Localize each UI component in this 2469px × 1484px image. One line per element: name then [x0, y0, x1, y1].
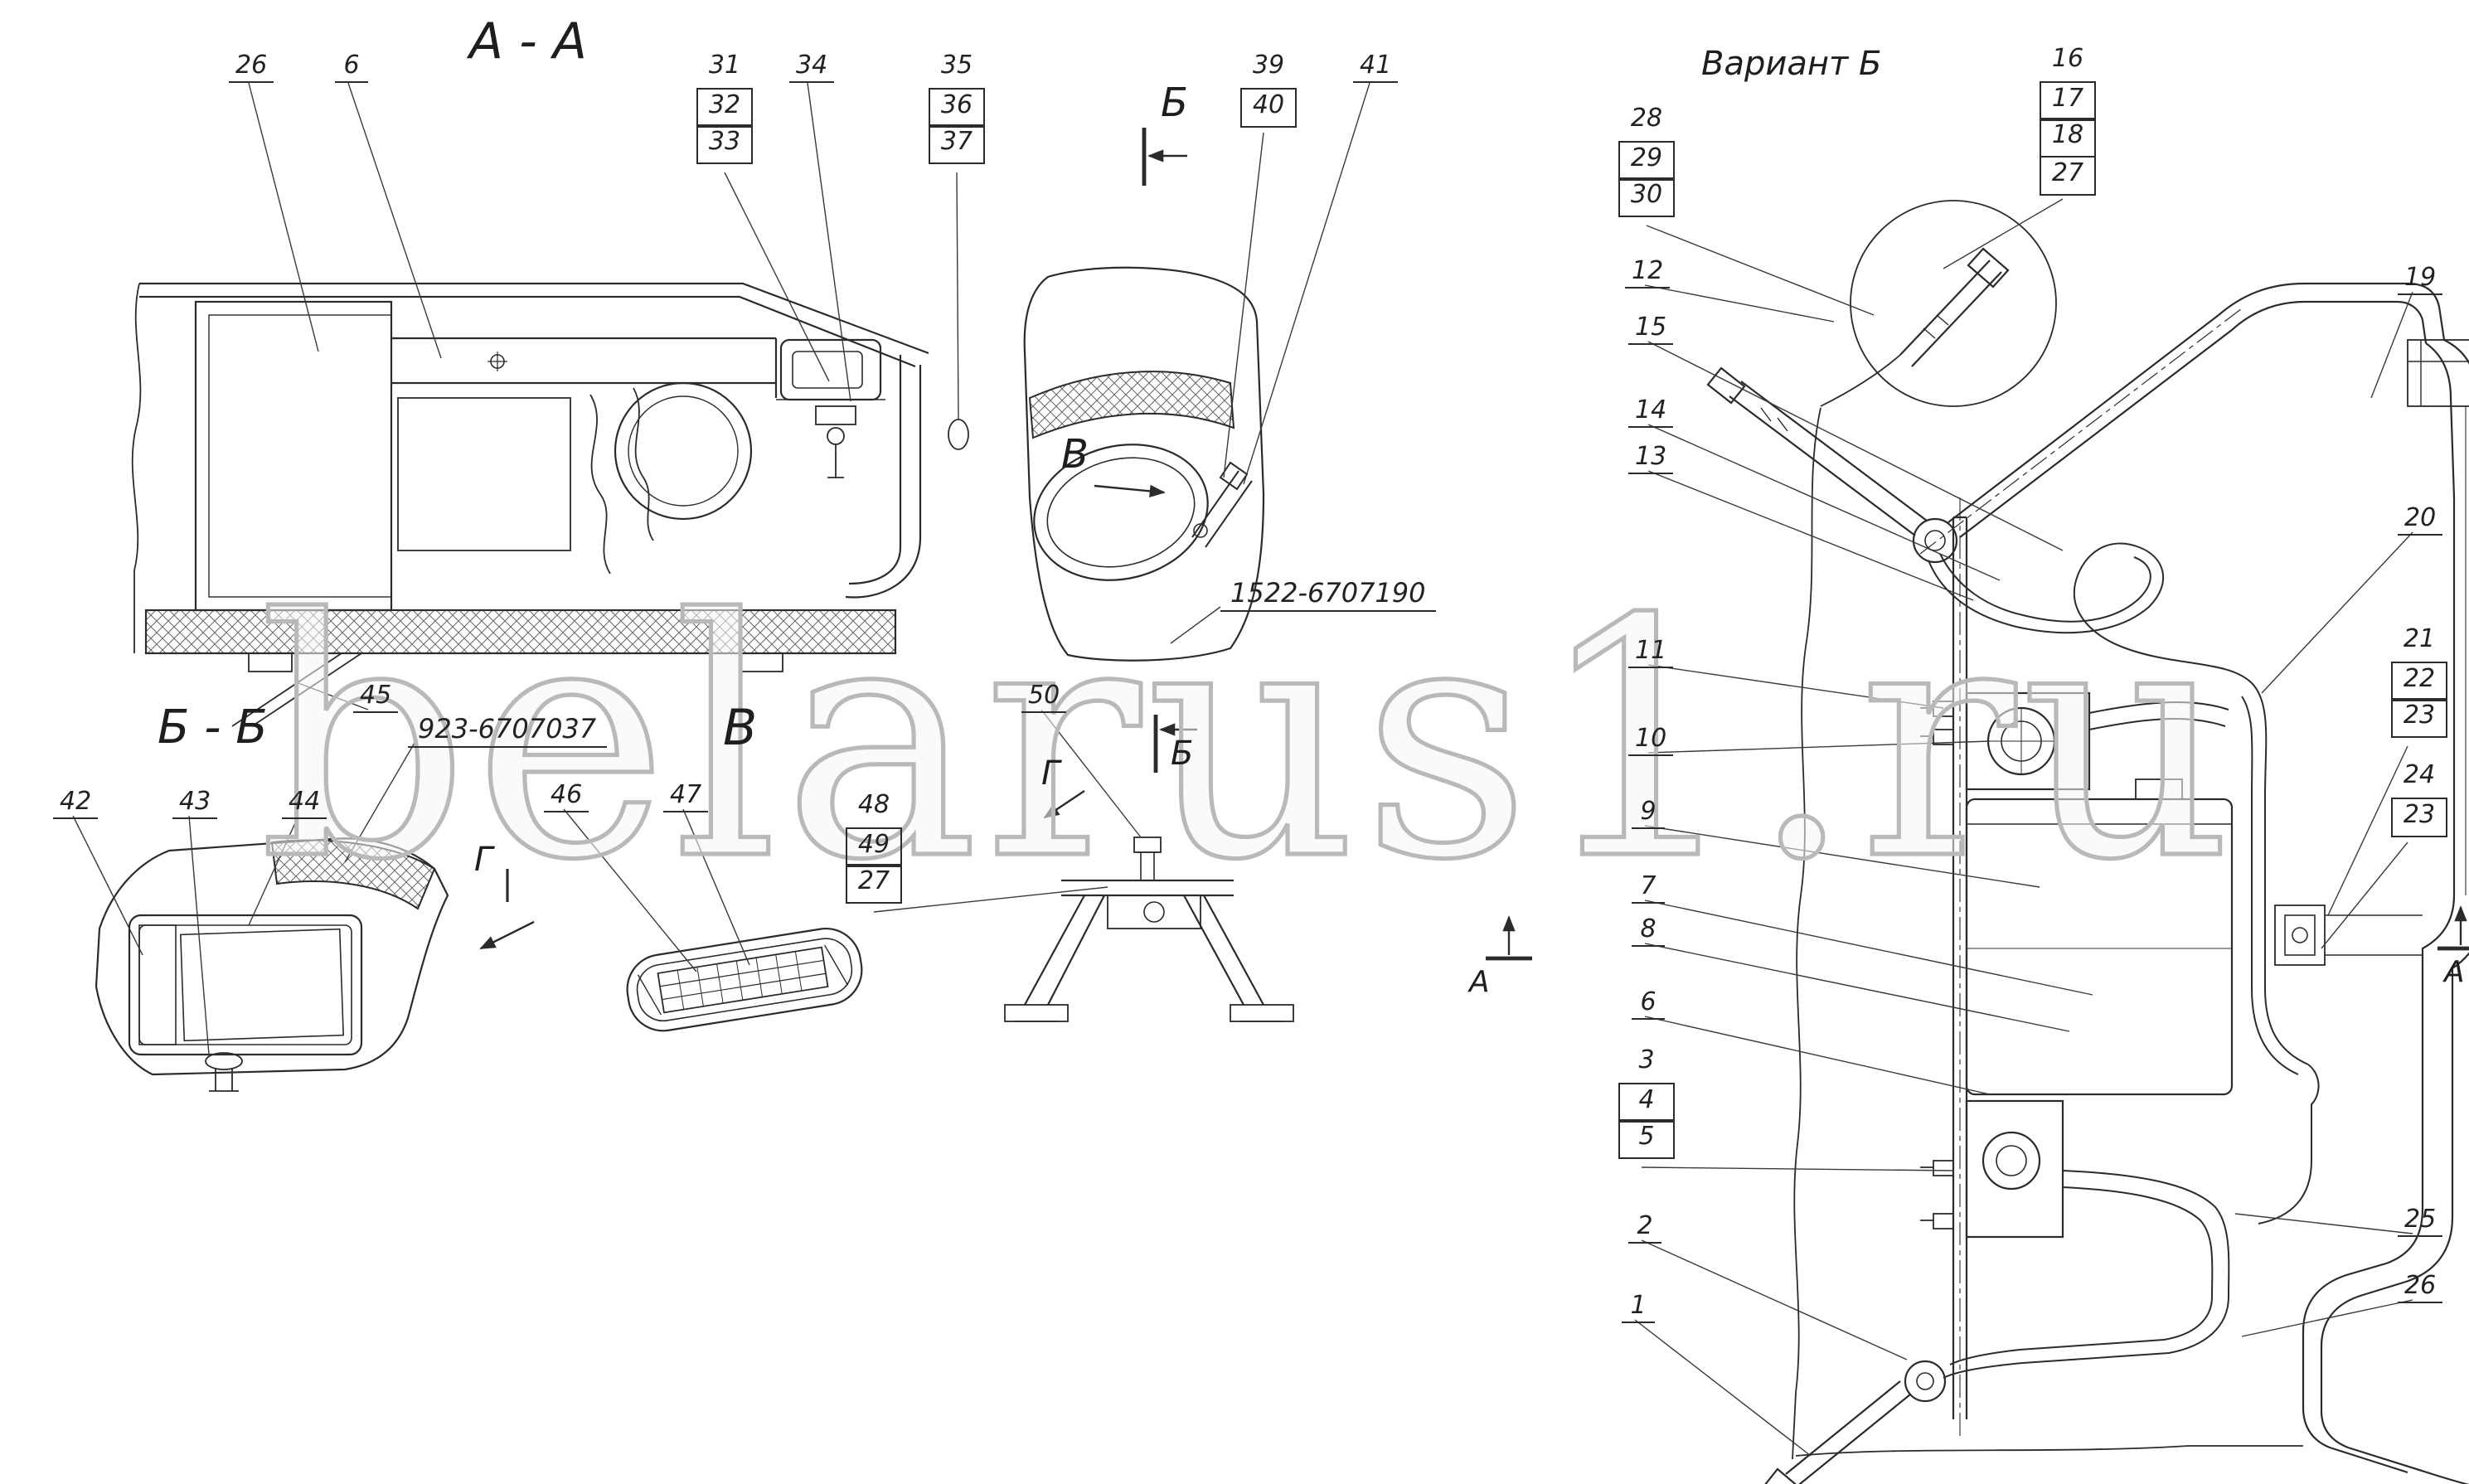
callout-10: 10 — [1628, 723, 1674, 756]
callout-7: 7 — [1632, 871, 1665, 904]
callout-28: 28 — [1618, 103, 1675, 143]
callout-34: 34 — [789, 50, 835, 83]
callout-1: 1 — [1622, 1290, 1655, 1323]
callout-6: 6 — [335, 50, 368, 83]
callout-48: 48 — [846, 789, 902, 829]
part-number-923-6707037: 923-6707037 — [408, 713, 607, 748]
callout-23: 23 — [2391, 698, 2447, 739]
view-arrow-label-g-right: Г — [1041, 753, 1060, 793]
callout-2: 2 — [1628, 1210, 1661, 1244]
section-label-a-a: А - А — [469, 13, 587, 71]
callout-31: 31 — [696, 50, 753, 90]
section-mark-a-right: А — [2444, 955, 2465, 990]
view-direction-marks — [1043, 128, 2469, 961]
callout-19: 19 — [2398, 262, 2443, 295]
callout-45: 45 — [353, 680, 399, 713]
callout-43: 43 — [172, 786, 218, 819]
callout-15: 15 — [1628, 312, 1674, 345]
callout-22: 22 — [2391, 661, 2447, 701]
callout-27: 27 — [2040, 155, 2096, 196]
callout-5: 5 — [1618, 1119, 1675, 1160]
section-label-b-b: Б - Б — [158, 700, 268, 754]
callout-leader-lines — [72, 82, 2413, 1457]
callout-44: 44 — [282, 786, 327, 819]
callout-46: 46 — [544, 779, 589, 812]
callout-49: 49 — [846, 827, 902, 867]
callout-27: 27 — [846, 864, 902, 904]
view-arrow-label-g-left: Г — [474, 839, 493, 879]
callout-24: 24 — [2391, 759, 2447, 799]
callout-32: 32 — [696, 87, 753, 128]
variant-b-label: Вариант Б — [1701, 43, 1882, 83]
callout-50: 50 — [1021, 680, 1067, 713]
callout-41: 41 — [1353, 50, 1399, 83]
callout-39: 39 — [1240, 50, 1297, 90]
callout-12: 12 — [1625, 255, 1671, 289]
callout-29: 29 — [1618, 140, 1675, 181]
callout-4: 4 — [1618, 1082, 1675, 1123]
callout-20: 20 — [2398, 502, 2443, 536]
callout-8: 8 — [1632, 914, 1665, 947]
callout-25: 25 — [2398, 1204, 2443, 1237]
view-arrow-label-v: В — [1061, 431, 1089, 478]
callout-16: 16 — [2040, 43, 2096, 83]
view-variant-b — [1706, 200, 2469, 1484]
callout-42: 42 — [53, 786, 99, 819]
callout-35: 35 — [929, 50, 985, 90]
callout-26: 26 — [2398, 1270, 2443, 1303]
callout-9: 9 — [1632, 796, 1665, 829]
callout-23: 23 — [2391, 797, 2447, 837]
callout-17: 17 — [2040, 80, 2096, 121]
section-mark-a-left: А — [1469, 965, 1490, 1000]
callout-26: 26 — [229, 50, 274, 83]
callout-30: 30 — [1618, 177, 1675, 218]
callout-37: 37 — [929, 124, 985, 165]
callout-18: 18 — [2040, 118, 2096, 158]
callout-21: 21 — [2391, 623, 2447, 663]
view-b-opening — [1023, 266, 1265, 662]
callout-40: 40 — [1240, 87, 1297, 128]
view-g-stand — [1004, 837, 1294, 1022]
callout-13: 13 — [1628, 441, 1674, 474]
callout-14: 14 — [1628, 395, 1674, 428]
view-arrow-label-b-top: Б — [1161, 80, 1188, 126]
callout-6: 6 — [1632, 987, 1665, 1020]
part-number-1522-6707190: 1522-6707190 — [1220, 577, 1436, 612]
callout-11: 11 — [1628, 635, 1674, 668]
view-arrow-label-b-bottom: Б — [1171, 733, 1194, 773]
view-b-b-section — [95, 837, 535, 1092]
view-v-body — [626, 927, 863, 1032]
view-label-v: В — [723, 700, 758, 758]
callout-36: 36 — [929, 87, 985, 128]
callout-3: 3 — [1618, 1045, 1675, 1084]
callout-47: 47 — [663, 779, 709, 812]
callout-33: 33 — [696, 124, 753, 165]
view-a-a-section — [131, 282, 969, 727]
